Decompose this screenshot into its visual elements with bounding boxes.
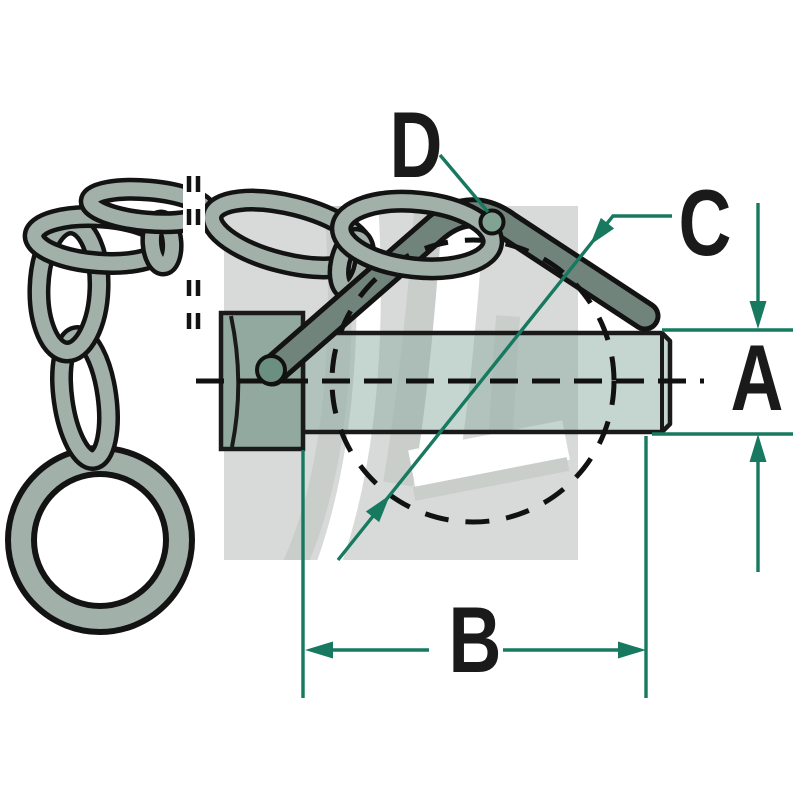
dimension-label-d: D [390,92,443,197]
chain-end-link [329,189,505,281]
dim-b-left-arrowhead [305,641,333,659]
dim-c-lower-arrowhead [365,495,390,523]
dimension-label-a: A [731,325,784,430]
chain-break-symbol [183,172,205,332]
dimension-label-b: B [449,587,502,692]
wire-cross-section-dot [478,208,506,236]
dim-c-leader [336,214,672,562]
dim-d-leader [438,153,490,214]
dimension-labels: D C A B [390,92,784,692]
dim-b-right-arrowhead [618,641,646,659]
dim-a-bottom-arrowhead [749,434,767,462]
dimension-lines [301,153,793,698]
pin [218,310,673,452]
chain-link [334,194,500,276]
ring [11,451,189,629]
bail-loop-dashed-circle [329,237,617,525]
dim-a-top-arrowhead [749,301,767,329]
dimension-arrowheads [305,217,767,659]
dim-c-upper-arrowhead [590,217,615,245]
dimension-label-c: C [679,170,732,275]
pivot-dot [255,354,287,386]
